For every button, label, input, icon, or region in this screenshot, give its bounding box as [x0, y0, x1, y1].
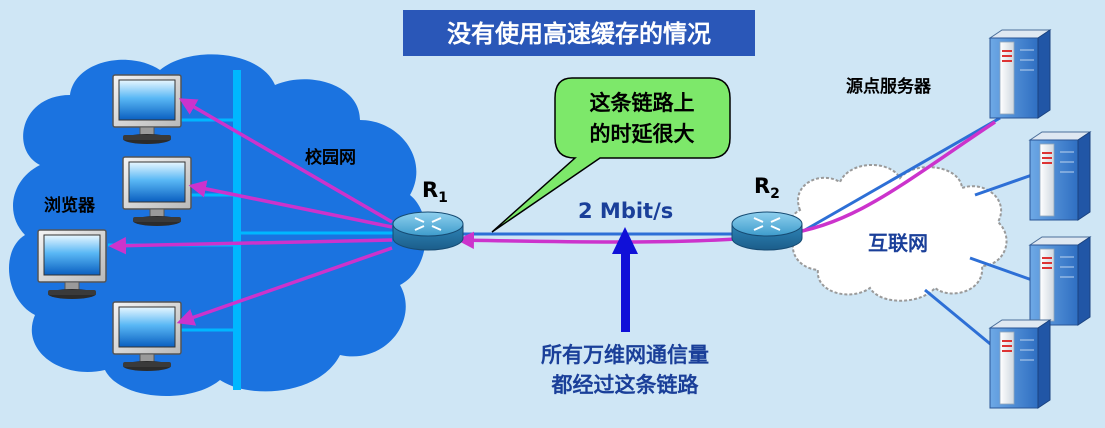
server-3-icon: [1029, 236, 1091, 326]
router-r1-label: R1: [422, 178, 448, 206]
server-1-icon: [989, 29, 1051, 119]
internet-cloud-icon: [790, 164, 1008, 302]
traffic-note-line-2: 都经过这条链路: [551, 373, 700, 397]
bandwidth-label: 2 Mbit/s: [578, 199, 673, 223]
traffic-note-line-1: 所有万维网通信量: [541, 343, 709, 367]
campus-cloud-icon: [8, 54, 427, 397]
up-arrow-icon: [612, 227, 638, 332]
network-links: [460, 116, 1033, 354]
router-r2-icon: [731, 211, 803, 251]
callout-line-2: 的时延很大: [590, 122, 695, 146]
server-2-icon: [1029, 131, 1091, 221]
title-banner: 没有使用高速缓存的情况: [403, 10, 755, 56]
router-r1-icon: [392, 211, 464, 251]
server-4-icon: [989, 319, 1051, 409]
page-title: 没有使用高速缓存的情况: [447, 20, 711, 48]
router-r2-label: R2: [754, 174, 780, 202]
origin-server-label: 源点服务器: [846, 76, 932, 97]
callout-line-1: 这条链路上: [590, 91, 695, 115]
browser-label: 浏览器: [44, 195, 96, 216]
campus-bus: [233, 70, 241, 390]
delay-callout: 这条链路上 的时延很大: [491, 77, 731, 233]
internet-label: 互联网: [868, 231, 928, 255]
campus-network-label: 校园网: [305, 147, 356, 168]
